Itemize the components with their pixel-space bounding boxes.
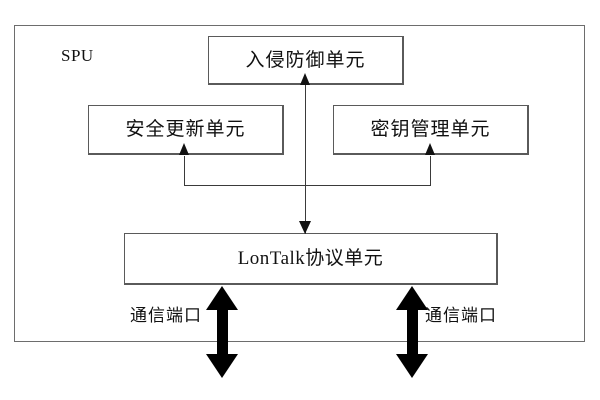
arrowhead-up-key-management [425,143,435,155]
lontalk-protocol-unit-box[interactable]: LonTalk协议单元 [124,233,498,285]
arrowhead-up-icon [206,286,238,310]
connector-lontalk-to-intrusion-line [305,84,306,234]
lontalk-protocol-unit-label: LonTalk协议单元 [237,248,384,269]
spu-enclosure-label: SPU [61,46,94,65]
communication-port-left-arrow-icon [206,286,238,378]
connector-security-update-riser-line [184,156,185,186]
security-update-unit-label: 安全更新单元 [125,119,246,140]
communication-port-left-label: 通信端口 [130,306,202,325]
arrowhead-up-intrusion-prevention [300,73,310,85]
spu-enclosure-frame [14,25,585,342]
connector-distribution-bus-line [184,185,431,186]
arrowhead-down-lontalk-protocol [299,221,311,234]
key-management-unit-box[interactable]: 密钥管理单元 [333,105,529,155]
arrowhead-up-icon [396,286,428,310]
arrowhead-down-icon [396,354,428,378]
arrowhead-up-security-update [179,143,189,155]
connector-key-management-riser-line [430,156,431,186]
arrowhead-down-icon [206,354,238,378]
communication-port-right-label: 通信端口 [425,306,497,325]
arrow-shaft [217,308,228,356]
communication-port-right-arrow-icon [396,286,428,378]
intrusion-prevention-unit-label: 入侵防御单元 [245,49,366,71]
arrow-shaft [407,308,418,356]
key-management-unit-label: 密钥管理单元 [370,119,491,140]
